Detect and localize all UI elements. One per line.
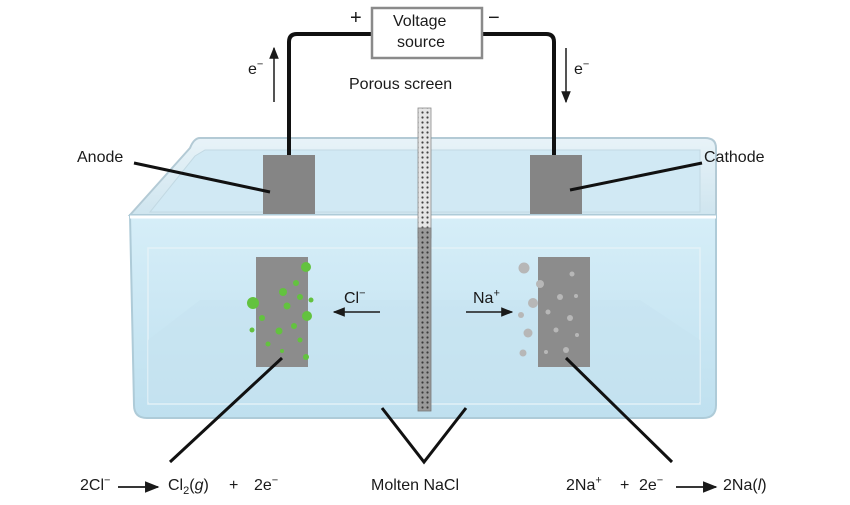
cathode-equation-leader-line — [564, 356, 674, 464]
sodium-ion-label: Na+ — [473, 287, 500, 307]
chlorine-bubbles — [247, 262, 314, 360]
molten-nacl-label: Molten NaCl — [371, 477, 460, 494]
anode-label: Anode — [77, 149, 124, 166]
voltage-source-label-line2: source — [397, 34, 446, 51]
cathode-half-reaction-product: 2Na(l) — [723, 477, 767, 494]
circuit-wires — [287, 32, 556, 155]
negative-terminal-sign: − — [488, 7, 500, 29]
anode-top — [263, 155, 315, 215]
electron-label-left: e− — [248, 58, 264, 78]
anode-submerged — [256, 257, 308, 367]
anode-half-reaction-product: Cl2(g) — [168, 477, 209, 498]
cathode-top — [530, 155, 582, 215]
anode-half-reaction-plus: + — [229, 477, 239, 494]
cathode-half-reaction-reactant: 2Na+ — [566, 474, 602, 494]
cathode-half-reaction-electrons: 2e− — [639, 474, 664, 494]
voltage-source-label-line1: Voltage — [393, 13, 447, 30]
cathode-label: Cathode — [704, 149, 765, 166]
anode-half-reaction-electrons: 2e− — [254, 474, 279, 494]
electron-label-right: e− — [574, 58, 590, 78]
anode-leader-line — [133, 161, 271, 194]
positive-terminal-sign: + — [350, 7, 362, 29]
molten-nacl-leader-line — [380, 407, 468, 465]
anode-half-reaction: 2Cl− — [80, 474, 111, 494]
porous-screen-label: Porous screen — [349, 76, 453, 93]
cathode-leader-line — [569, 161, 703, 192]
chloride-ion-label: Cl− — [344, 287, 366, 307]
porous-screen — [417, 107, 432, 412]
sodium-bubbles — [518, 262, 579, 357]
anode-equation-leader-line — [168, 356, 284, 464]
cathode-half-reaction-plus: + — [620, 477, 630, 494]
voltage-source-box — [370, 6, 484, 60]
